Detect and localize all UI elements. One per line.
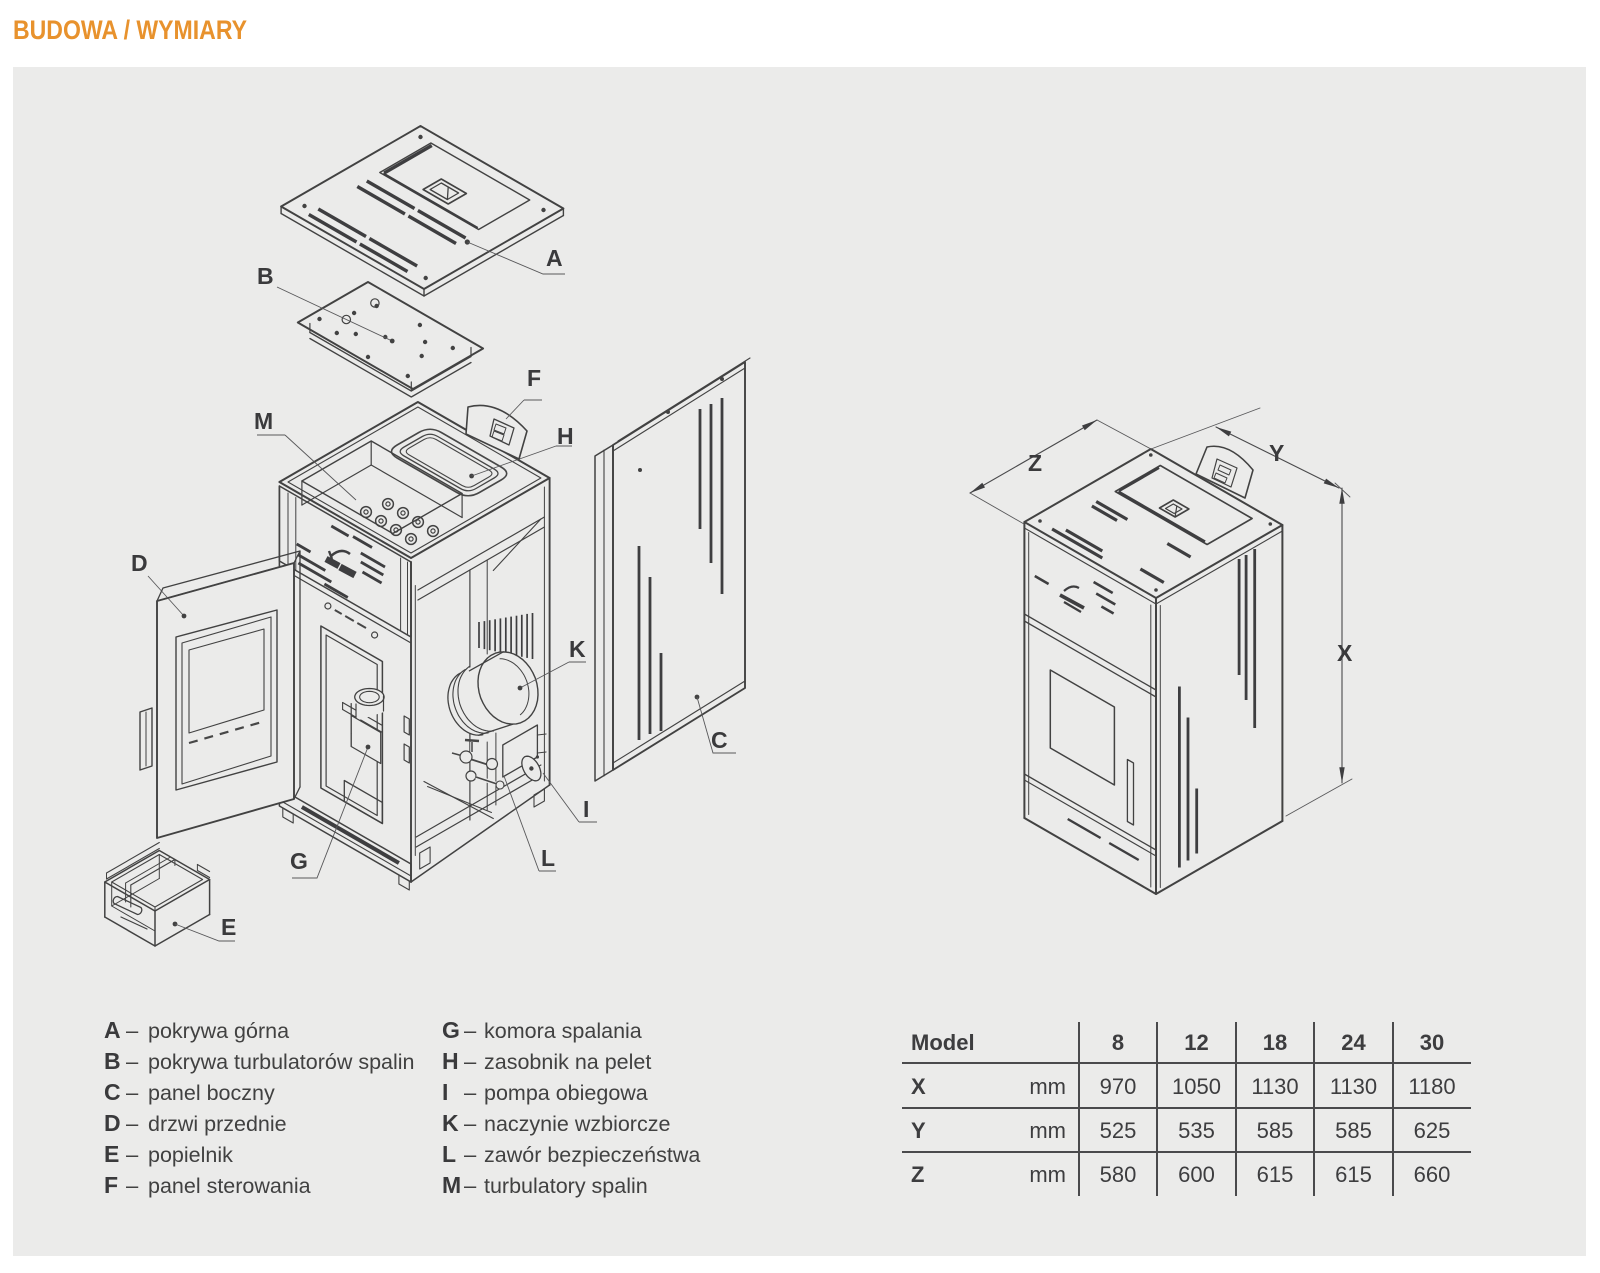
svg-text:naczynie wzbiorcze: naczynie wzbiorcze [484,1112,670,1136]
svg-text:komora spalania: komora spalania [484,1019,642,1043]
svg-text:pokrywa turbulatorów spalin: pokrywa turbulatorów spalin [148,1050,415,1074]
svg-text:turbulatory spalin: turbulatory spalin [484,1174,648,1198]
svg-text:535: 535 [1178,1118,1215,1143]
svg-text:mm: mm [1029,1162,1066,1187]
svg-text:600: 600 [1178,1162,1215,1187]
svg-text:I: I [583,796,589,822]
svg-text:B: B [104,1048,121,1074]
svg-text:pokrywa górna: pokrywa górna [148,1019,289,1043]
svg-text:1050: 1050 [1172,1074,1221,1099]
svg-text:zawór bezpieczeństwa: zawór bezpieczeństwa [484,1143,700,1167]
svg-text:I: I [442,1079,448,1105]
svg-text:X: X [1337,640,1353,666]
svg-text:D: D [131,550,148,576]
svg-text:C: C [104,1079,121,1105]
svg-text:–: – [464,1111,477,1136]
svg-text:585: 585 [1335,1118,1372,1143]
svg-text:615: 615 [1257,1162,1294,1187]
svg-text:–: – [464,1018,477,1043]
svg-text:D: D [104,1110,121,1136]
svg-text:12: 12 [1184,1030,1208,1055]
svg-text:Z: Z [1028,450,1042,476]
svg-text:1130: 1130 [1251,1074,1298,1099]
svg-text:8: 8 [1112,1030,1124,1055]
svg-text:pompa obiegowa: pompa obiegowa [484,1081,648,1105]
svg-text:H: H [442,1048,459,1074]
svg-text:C: C [711,727,728,753]
svg-text:–: – [464,1173,477,1198]
svg-text:M: M [442,1172,461,1198]
svg-text:L: L [442,1141,456,1167]
svg-text:G: G [442,1017,460,1043]
svg-text:A: A [104,1017,121,1043]
svg-text:970: 970 [1100,1074,1137,1099]
svg-text:–: – [126,1111,139,1136]
svg-text:–: – [126,1142,139,1167]
svg-text:–: – [126,1049,139,1074]
svg-text:660: 660 [1414,1162,1451,1187]
svg-text:24: 24 [1341,1030,1366,1055]
svg-text:–: – [126,1173,139,1198]
svg-text:M: M [254,408,273,434]
svg-text:K: K [569,636,586,662]
svg-text:mm: mm [1029,1074,1066,1099]
svg-text:X: X [911,1074,926,1099]
svg-text:1180: 1180 [1408,1074,1455,1099]
svg-text:30: 30 [1420,1030,1444,1055]
svg-text:580: 580 [1100,1162,1137,1187]
svg-text:Z: Z [911,1162,924,1187]
svg-text:Model: Model [911,1030,975,1055]
svg-text:–: – [464,1142,477,1167]
svg-text:zasobnik na pelet: zasobnik na pelet [484,1050,651,1074]
svg-text:BUDOWA / WYMIARY: BUDOWA / WYMIARY [13,15,247,45]
svg-text:–: – [126,1018,139,1043]
svg-text:Y: Y [911,1118,926,1143]
svg-text:panel boczny: panel boczny [148,1081,275,1105]
svg-text:–: – [464,1049,477,1074]
svg-text:G: G [290,848,308,874]
svg-text:popielnik: popielnik [148,1143,233,1167]
svg-text:525: 525 [1100,1118,1137,1143]
svg-text:585: 585 [1257,1118,1294,1143]
svg-text:drzwi przednie: drzwi przednie [148,1112,287,1136]
svg-text:H: H [557,423,574,449]
svg-text:L: L [541,845,555,871]
svg-text:A: A [546,245,563,271]
svg-text:F: F [527,365,541,391]
svg-text:E: E [221,914,236,940]
svg-text:panel sterowania: panel sterowania [148,1174,311,1198]
svg-text:B: B [257,263,274,289]
svg-text:–: – [464,1080,477,1105]
svg-text:mm: mm [1029,1118,1066,1143]
svg-text:–: – [126,1080,139,1105]
svg-text:E: E [104,1141,119,1167]
svg-text:625: 625 [1414,1118,1451,1143]
svg-text:F: F [104,1172,118,1198]
svg-text:18: 18 [1263,1030,1287,1055]
svg-text:1130: 1130 [1330,1074,1377,1099]
svg-text:Y: Y [1269,440,1284,466]
svg-text:K: K [442,1110,459,1136]
svg-text:615: 615 [1335,1162,1372,1187]
